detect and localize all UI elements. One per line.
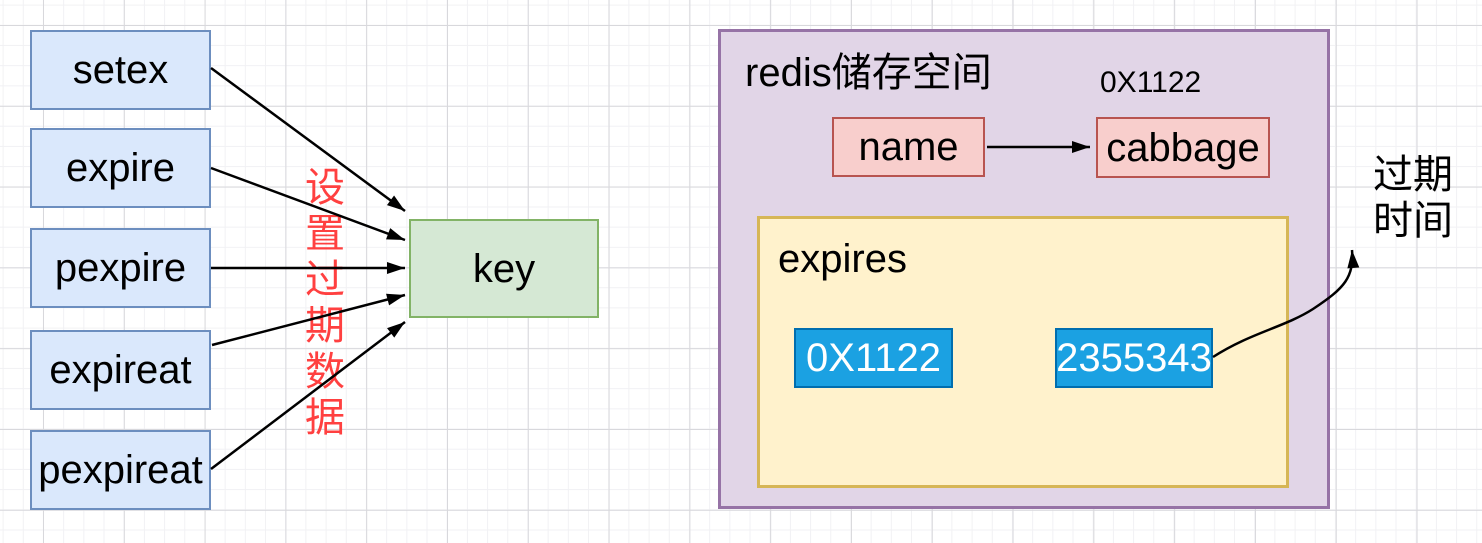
expiry-time-line: 时间: [1373, 199, 1453, 243]
command-box: setex: [30, 30, 211, 110]
command-box: expire: [30, 128, 211, 208]
expiry-time-line: 过期: [1373, 153, 1453, 197]
redis-storage-title: redis储存空间: [745, 51, 992, 95]
name-value-box: cabbage: [1096, 117, 1270, 178]
expires-key-entry: 0X1122: [794, 328, 953, 388]
command-box: expireat: [30, 330, 211, 410]
address-label: 0X1122: [1100, 66, 1202, 99]
expires-title: expires: [778, 237, 907, 281]
expires-value-entry: 2355343: [1055, 328, 1213, 388]
command-box: pexpire: [30, 228, 211, 308]
expiry-time-annotation: 过期 时间: [1361, 152, 1465, 244]
key-box: key: [409, 219, 599, 318]
command-box: pexpireat: [30, 430, 211, 510]
name-key-box: name: [832, 117, 985, 177]
set-expiration-annotation: 设置过期数据: [299, 166, 343, 442]
